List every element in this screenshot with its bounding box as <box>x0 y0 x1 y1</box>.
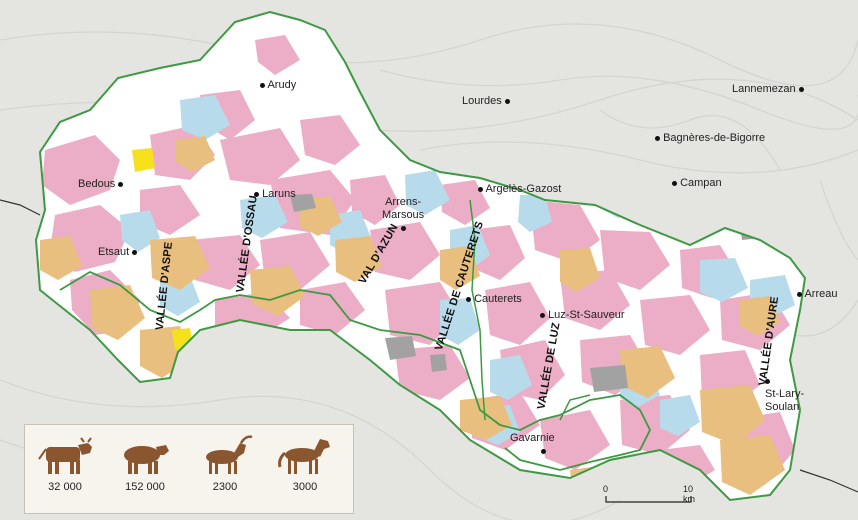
town-laruns: Laruns <box>254 188 296 201</box>
town-marker <box>797 291 802 297</box>
town-bedous: Bedous <box>78 178 124 191</box>
town-arrens-marsous: Arrens- Marsous <box>382 196 424 235</box>
legend-count-sheep: 152 000 <box>125 481 165 493</box>
town-marker <box>400 225 406 231</box>
legend-item-sheep: 152 000 <box>111 433 179 493</box>
town-marker <box>540 312 545 318</box>
cattle-icon <box>38 437 92 474</box>
horse-icon <box>278 439 330 474</box>
scale-start-label: 0 <box>603 484 609 494</box>
livestock-legend: 32 000 152 000 <box>24 424 354 514</box>
scale-end-label: 10 km <box>683 484 695 504</box>
legend-count-goat: 2300 <box>212 481 238 493</box>
town-cauterets: Cauterets <box>466 293 522 306</box>
town-marker <box>132 249 138 255</box>
town-luz-st-sauveur: Luz-St-Sauveur <box>540 309 625 322</box>
legend-count-horse: 3000 <box>292 481 318 493</box>
town-arreau: Arreau <box>797 288 837 301</box>
town-marker <box>655 135 660 141</box>
scale-bar-line <box>605 496 692 503</box>
town-marker <box>118 181 124 187</box>
town-bagneres-de-bigorre: Bagnères-de-Bigorre <box>655 132 765 145</box>
town-arudy: Arudy <box>260 79 296 92</box>
town-lourdes: Lourdes <box>462 95 510 108</box>
legend-count-cattle: 32 000 <box>48 481 82 493</box>
town-marker <box>765 378 770 384</box>
town-gavarnie: Gavarnie <box>510 432 555 458</box>
town-marker <box>260 82 265 88</box>
town-marker <box>254 191 259 197</box>
town-etsaut: Etsaut <box>98 246 138 259</box>
town-marker <box>540 448 546 454</box>
town-lannemezan: Lannemezan <box>732 83 804 96</box>
legend-item-goat: 2300 <box>191 433 259 493</box>
town-marker <box>466 296 471 302</box>
legend-item-horse: 3000 <box>271 433 339 493</box>
town-campan: Campan <box>672 177 722 190</box>
legend-item-cattle: 32 000 <box>31 433 99 493</box>
town-st-lary-soulan: St-Lary- Soulan <box>765 375 804 414</box>
town-marker <box>504 98 510 104</box>
town-marker <box>798 86 804 92</box>
town-marker <box>478 186 483 192</box>
town-argeles-gazost: Argelès-Gazost <box>478 183 561 196</box>
town-marker <box>672 180 677 186</box>
goat-icon <box>206 435 253 474</box>
sheep-icon <box>124 445 169 474</box>
